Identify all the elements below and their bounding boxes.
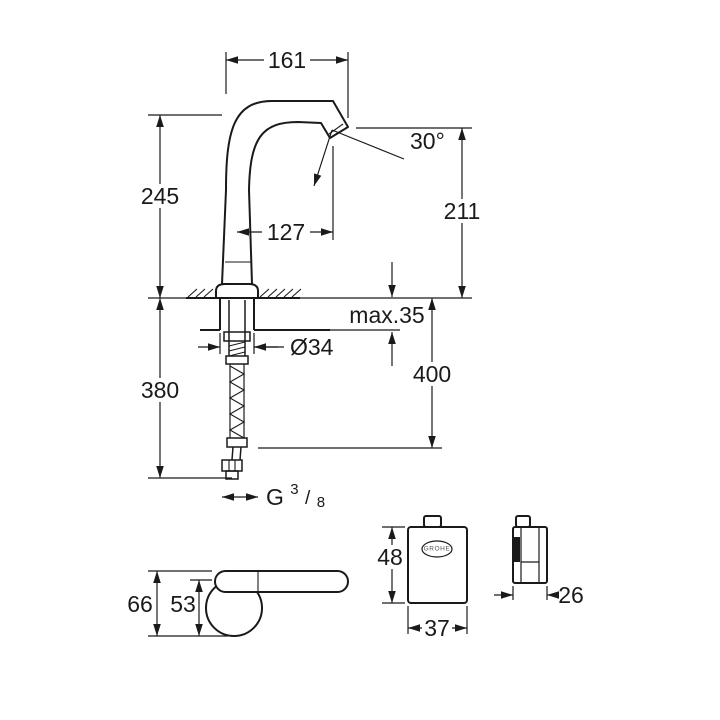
dim-max35-label: max.35: [349, 302, 424, 328]
dim-thread-g38: G 3 / 8: [222, 476, 325, 511]
dim-161-label: 161: [268, 47, 306, 73]
dim-161: 161: [225, 47, 349, 118]
dim-max35: max.35: [349, 262, 425, 366]
lever-top-view: 66 53: [127, 570, 349, 637]
dim-53: 53: [170, 579, 212, 636]
lever-handle: [214, 570, 349, 593]
dim-127-label: 127: [267, 219, 305, 245]
threaded-shank: [228, 341, 246, 357]
under-counter-assembly: [221, 300, 251, 480]
control-box-front-view: GROHE 48 37: [376, 515, 468, 641]
dim-spray-angle: 30°: [313, 128, 445, 187]
dim-53-label: 53: [170, 591, 196, 617]
control-box-side-view: 26: [494, 515, 584, 608]
supply-hose: [228, 364, 246, 439]
dim-380-label: 380: [141, 377, 179, 403]
hose-fitting-top: [225, 355, 249, 365]
dim-66-label: 66: [127, 591, 153, 617]
dim-26-label: 26: [558, 582, 584, 608]
thread-slash: /: [305, 488, 311, 509]
thread-size-label: G 3 / 8: [266, 476, 325, 511]
dim-48-label: 48: [377, 544, 403, 570]
dim-127: 127: [237, 146, 334, 245]
countertop-section: [186, 288, 472, 331]
side-box-knob: [515, 515, 531, 528]
dim-211: 211: [356, 127, 486, 298]
mounting-nut: [223, 331, 251, 342]
faucet-base: [215, 283, 259, 299]
grohe-logo-text: GROHE: [424, 546, 451, 553]
dim-400-label: 400: [413, 361, 451, 387]
dim-37-label: 37: [424, 615, 450, 641]
dim-26: 26: [494, 582, 584, 608]
hose-fitting-bottom: [226, 437, 248, 448]
dim-48: 48: [376, 526, 406, 604]
control-box-body: [407, 526, 468, 604]
counter-hatching: [187, 288, 302, 298]
g38-connector: [221, 459, 243, 480]
dim-30deg-label: 30°: [410, 128, 445, 154]
dim-245: 245: [136, 114, 222, 299]
dim-211-label: 211: [444, 198, 481, 224]
control-box-knob: [423, 515, 442, 528]
grohe-logo-badge: [421, 540, 453, 558]
faucet-side-view: [215, 100, 349, 299]
mounting-clip: [514, 537, 520, 562]
dim-dia34: Ø34: [198, 333, 334, 360]
dim-37: 37: [407, 606, 468, 641]
dim-66: 66: [127, 570, 228, 637]
dim-245-label: 245: [141, 183, 179, 209]
dim-380: 380: [136, 298, 232, 479]
thread-g: G: [266, 484, 290, 510]
dim-400: 400: [258, 298, 456, 449]
dim-dia34-label: Ø34: [290, 334, 334, 360]
thread-denominator: 8: [317, 494, 325, 511]
faucet-body: [221, 100, 349, 285]
thread-numerator: 3: [290, 481, 298, 498]
